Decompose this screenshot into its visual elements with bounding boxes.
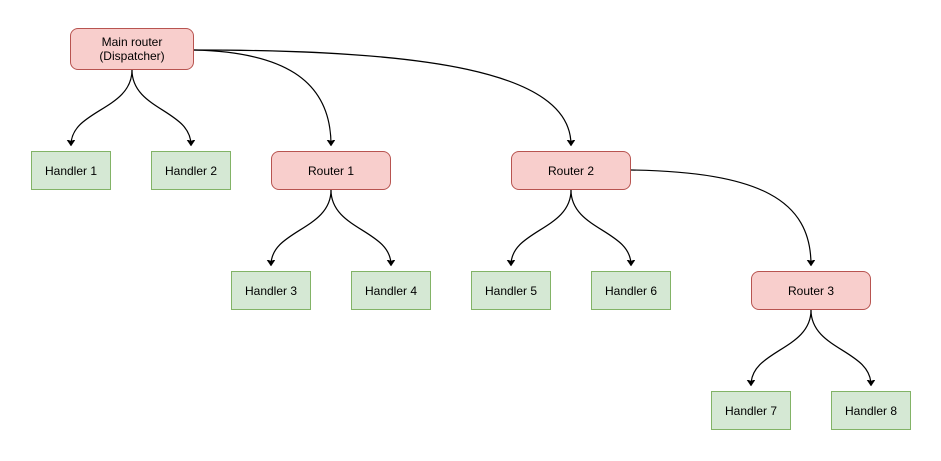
node-router-3[interactable]: Router 3: [751, 271, 871, 310]
node-label-handler-8: Handler 8: [844, 403, 898, 418]
node-label-main-router: Main router (Dispatcher): [99, 35, 165, 63]
node-handler-2[interactable]: Handler 2: [151, 151, 231, 190]
node-handler-3[interactable]: Handler 3: [231, 271, 311, 310]
node-label-router-1: Router 1: [307, 163, 355, 178]
edge-router-2-to-handler-6: [570, 189, 631, 265]
node-label-handler-4: Handler 4: [364, 283, 418, 298]
edge-router-3-to-handler-7: [751, 309, 812, 385]
node-label-handler-5: Handler 5: [484, 283, 538, 298]
node-label-handler-3: Handler 3: [244, 283, 298, 298]
node-label-router-3: Router 3: [787, 283, 835, 298]
node-main-router[interactable]: Main router (Dispatcher): [70, 28, 194, 70]
edge-router-2-to-router-3: [630, 169, 811, 265]
edge-main-to-router-2: [193, 49, 571, 145]
node-label-router-2: Router 2: [547, 163, 595, 178]
node-label-handler-1: Handler 1: [44, 163, 98, 178]
edge-main-to-router-1: [193, 49, 331, 145]
edge-router-3-to-handler-8: [810, 309, 871, 385]
edge-router-2-to-handler-5: [511, 189, 572, 265]
node-label-handler-2: Handler 2: [164, 163, 218, 178]
node-handler-5[interactable]: Handler 5: [471, 271, 551, 310]
node-handler-1[interactable]: Handler 1: [31, 151, 111, 190]
edge-main-to-handler-2: [131, 69, 191, 145]
node-router-1[interactable]: Router 1: [271, 151, 391, 190]
node-router-2[interactable]: Router 2: [511, 151, 631, 190]
edge-router-1-to-handler-4: [330, 189, 391, 265]
node-label-handler-7: Handler 7: [724, 403, 778, 418]
node-label-handler-6: Handler 6: [604, 283, 658, 298]
node-handler-8[interactable]: Handler 8: [831, 391, 911, 430]
edge-router-1-to-handler-3: [271, 189, 332, 265]
node-handler-6[interactable]: Handler 6: [591, 271, 671, 310]
edge-main-to-handler-1: [71, 69, 133, 145]
node-handler-7[interactable]: Handler 7: [711, 391, 791, 430]
node-handler-4[interactable]: Handler 4: [351, 271, 431, 310]
